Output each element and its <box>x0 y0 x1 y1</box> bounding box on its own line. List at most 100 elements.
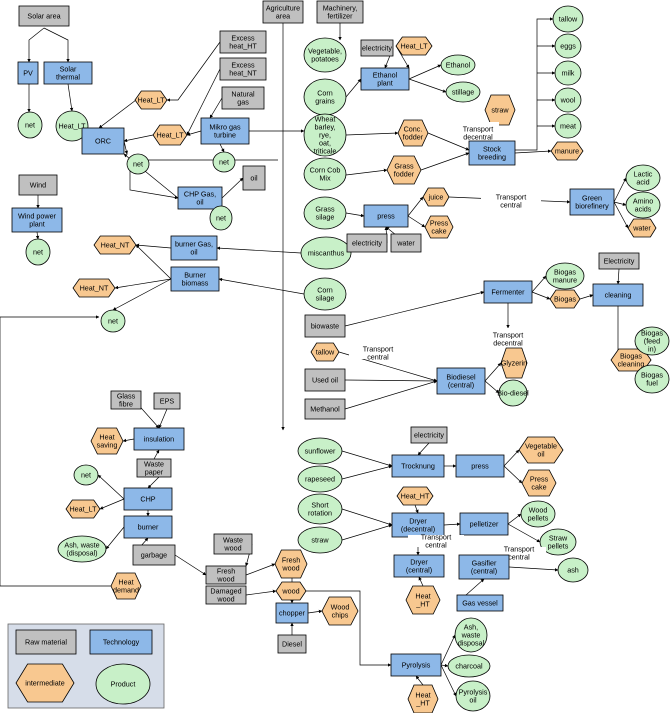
heat-lt-a-label: Heat_LT <box>137 96 165 105</box>
ethanol-shape <box>440 54 476 76</box>
node-heat-lt-b: Heat_LT <box>152 124 188 146</box>
miscanthus-label: miscanthus <box>308 249 345 258</box>
node-press-mid: press <box>455 454 505 478</box>
conc-fodder-label: Conc.fodder <box>403 125 424 142</box>
oil-label: oil <box>250 174 258 183</box>
node-pv: PV <box>17 61 39 85</box>
press-cake-top-shape <box>424 215 454 239</box>
legend-technology-label: Technology <box>103 638 140 647</box>
chp2-label: CHP <box>140 495 155 504</box>
heat-lt-solar-shape <box>55 110 89 142</box>
transport-central-3-bg <box>408 535 464 547</box>
net-chp-label: net <box>216 214 226 223</box>
connector-41 <box>407 196 424 217</box>
straw-int-shape <box>484 94 516 126</box>
connector-25 <box>408 78 447 93</box>
connector-13 <box>219 143 225 153</box>
glyzerin-label: Glyzerin <box>501 359 527 368</box>
chopper-shape <box>275 602 309 624</box>
heat-lt-eth-label: Heat_LT <box>400 42 428 51</box>
heat-nt-b-shape <box>72 278 116 298</box>
burner2-label: burner <box>138 523 159 532</box>
fermenter-shape <box>483 280 533 304</box>
connector-85 <box>507 523 541 543</box>
pyrolysis-shape <box>390 653 442 677</box>
press-cake-mid-shape <box>521 469 557 497</box>
manure-label: manure <box>555 147 579 156</box>
node-ash-waste-1: Ash, waste(disposal) <box>57 535 107 563</box>
net-pv-shape <box>17 111 43 139</box>
connector-1 <box>43 27 70 63</box>
corn-silage-shape <box>303 277 347 311</box>
connector-3 <box>67 83 74 112</box>
node-manure: manure <box>550 141 584 161</box>
orc-label: ORC <box>95 137 111 146</box>
heat-ht-a-shape <box>396 486 434 506</box>
connector-20 <box>135 244 172 280</box>
juice-label: juice <box>428 193 444 202</box>
heat-nt-a-shape <box>93 235 137 255</box>
ethanol-plant-shape <box>360 67 410 91</box>
connector-12 <box>186 130 202 136</box>
node-wind: Wind <box>18 174 58 196</box>
chp2-shape <box>123 487 173 511</box>
node-veg: Vegetable,potatoes <box>303 37 347 73</box>
methanol-shape <box>304 398 346 420</box>
lactic-shape <box>625 164 661 192</box>
node-biowaste: biowaste <box>304 314 346 338</box>
oil-shape <box>242 165 266 191</box>
electricity-clean-label: Electricity <box>604 257 635 266</box>
wind-shape <box>18 174 58 196</box>
connector-74 <box>341 450 393 467</box>
orc-shape <box>81 127 125 155</box>
connector-29 <box>345 131 399 136</box>
connections <box>0 17 652 697</box>
node-electricity-top: electricity <box>360 39 394 57</box>
heat-demand-shape <box>110 572 142 600</box>
veg-oil-shape <box>518 436 564 464</box>
biogas-fuel-shape <box>634 364 670 394</box>
net-burner-shape <box>100 309 126 333</box>
burner-gas-shape <box>170 235 218 261</box>
net-pv-label: net <box>25 121 35 130</box>
ethanol-label: Ethanol <box>446 61 471 70</box>
connector-96 <box>174 554 207 576</box>
trocknung-label: Trocknung <box>401 462 435 471</box>
wood-int-label: wood <box>281 587 299 596</box>
net-orc-label: net <box>133 160 143 169</box>
wood-chips-shape <box>321 596 359 626</box>
heat-ht-c-shape <box>407 684 439 713</box>
electricity-top-label: electricity <box>362 44 392 53</box>
agri-area-shape <box>262 0 304 24</box>
connector-45 <box>613 201 627 206</box>
node-electricity-mid: electricity <box>410 426 448 444</box>
node-pelletizer: pelletizer <box>459 512 509 536</box>
connector-52 <box>616 268 620 285</box>
miscanthus-shape <box>300 236 352 270</box>
rapeseed-shape <box>297 465 343 493</box>
trocknung-shape <box>391 454 445 478</box>
node-net-burner: net <box>100 309 126 333</box>
biowaste-label: biowaste <box>311 322 339 331</box>
cleaning-shape <box>592 283 644 307</box>
insulation-shape <box>133 427 185 451</box>
connector-22 <box>216 246 302 254</box>
node-net-mikro: net <box>212 151 236 173</box>
pv-shape <box>17 61 39 85</box>
tallow-int-label: tallow <box>316 348 335 357</box>
